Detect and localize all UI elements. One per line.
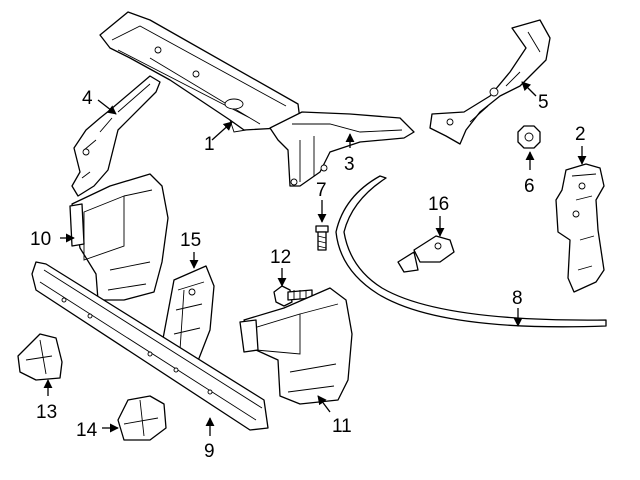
nut-part-6[interactable] [517,125,541,149]
callout-12: 12 [270,247,291,268]
callout-16: 16 [428,194,449,215]
callout-5: 5 [538,92,549,113]
leader-1 [211,121,233,141]
callout-6: 6 [524,176,535,197]
callout-4: 4 [82,88,93,109]
callout-9: 9 [204,441,215,462]
callout-10: 10 [30,229,51,250]
bolt-part-7[interactable] [315,225,329,251]
cowl-bracket-part-3[interactable] [269,111,415,187]
clip-part-16[interactable] [397,235,455,273]
hood-seal-part-8[interactable] [335,175,607,328]
left-support-part-4[interactable] [71,75,161,197]
callout-8: 8 [512,288,523,309]
right-headlamp-bracket-part-11[interactable] [239,287,353,405]
callout-13: 13 [36,402,57,423]
leader-5 [521,81,537,97]
bracket-part-14[interactable] [117,395,167,441]
cowl-panel-part-1[interactable] [99,11,301,133]
leader-lines [43,81,587,436]
callout-7: 7 [316,180,327,201]
center-support-part-15[interactable] [161,265,215,367]
callout-2: 2 [575,124,586,145]
left-headlamp-bracket-part-10[interactable] [69,173,169,301]
callout-3: 3 [344,154,355,175]
callout-15: 15 [180,230,201,251]
callout-1: 1 [204,134,215,155]
leader-11 [317,395,331,413]
right-support-part-5[interactable] [429,19,551,145]
bumper-reinforcement-part-9[interactable] [31,261,269,431]
leader-4 [97,99,117,115]
right-bracket-part-2[interactable] [555,163,605,293]
callout-labels: 1 2 3 4 5 6 7 8 9 10 11 12 13 14 15 16 [30,88,586,462]
bracket-part-13[interactable] [17,333,63,381]
callout-11: 11 [332,416,352,437]
callout-14: 14 [76,420,98,441]
